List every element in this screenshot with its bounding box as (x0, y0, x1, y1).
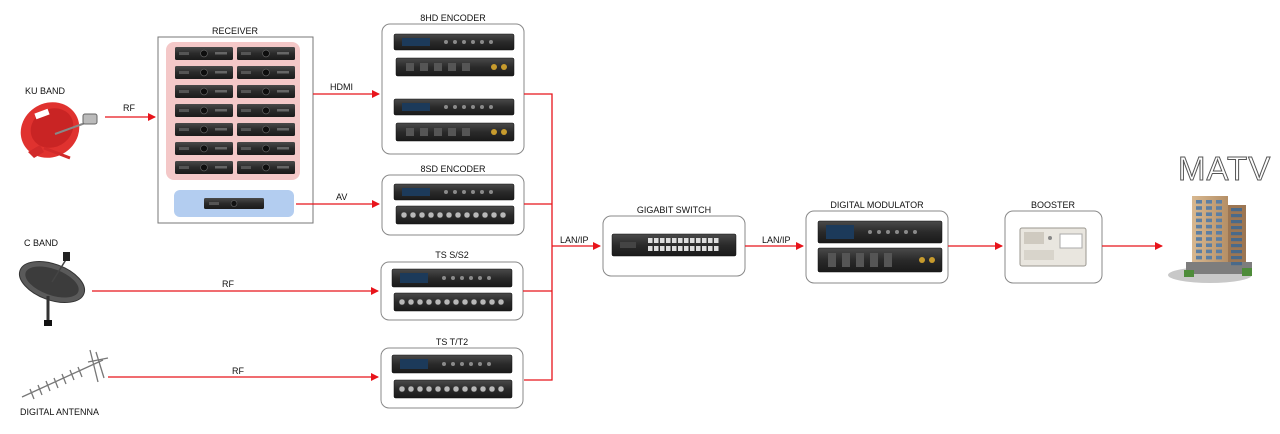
encoder-8hd-box (381, 23, 525, 155)
encoder-8sd-title: 8SD ENCODER (420, 164, 486, 174)
rack-unit (393, 98, 515, 116)
hdmi-label: HDMI (330, 82, 353, 92)
gigabit-switch-title: GIGABIT SWITCH (636, 205, 712, 215)
lan-ip-label-2: LAN/IP (762, 235, 791, 245)
av-label: AV (336, 192, 348, 202)
receiver-unit (237, 161, 295, 174)
rack-unit (817, 220, 943, 244)
ts-t-t2-title: TS T/T2 (435, 337, 469, 347)
av-receiver-device (204, 198, 264, 209)
matv-title: MATV (1177, 150, 1272, 188)
rf-label-antenna: RF (232, 366, 244, 376)
rack-devices (391, 33, 943, 399)
receiver-unit (175, 161, 233, 174)
rack-unit (391, 268, 513, 288)
rack-unit (817, 247, 943, 273)
lan-ip-label-1: LAN/IP (560, 235, 589, 245)
rack-unit (395, 57, 515, 77)
rack-unit (391, 354, 513, 374)
connections (92, 90, 1163, 381)
digital-antenna-icon (21, 349, 109, 400)
ku-band-dish-icon (20, 102, 98, 160)
receiver-unit (237, 123, 295, 136)
receiver-unit (175, 66, 233, 79)
bus-encoders (524, 93, 553, 381)
rack-unit (393, 183, 515, 201)
rack-unit (395, 122, 515, 142)
digital-antenna-label: DIGITAL ANTENNA (20, 407, 100, 417)
receiver-unit (175, 85, 233, 98)
receiver-stack (175, 47, 295, 174)
rf-label-ku: RF (123, 103, 135, 113)
digital-modulator-title: DIGITAL MODULATOR (830, 200, 924, 210)
booster-device (1019, 227, 1087, 267)
rack-unit (393, 292, 513, 312)
receiver-unit (237, 104, 295, 117)
receiver-unit (175, 104, 233, 117)
receiver-unit (237, 142, 295, 155)
booster-title: BOOSTER (1030, 200, 1076, 210)
c-band-label: C BAND (24, 238, 59, 248)
c-band-dish-icon (18, 252, 86, 326)
receiver-unit (237, 47, 295, 60)
rack-unit (395, 205, 515, 225)
rack-unit (393, 379, 513, 399)
matv-building-icon (1168, 196, 1252, 283)
ku-band-label: KU BAND (25, 86, 66, 96)
receiver-unit (175, 142, 233, 155)
ts-s-s2-title: TS S/S2 (435, 250, 469, 260)
receiver-unit (175, 47, 233, 60)
encoder-8hd-title: 8HD ENCODER (420, 13, 486, 23)
receiver-title: RECEIVER (211, 26, 259, 36)
receiver-unit (175, 123, 233, 136)
receiver-unit (237, 66, 295, 79)
rack-unit (611, 233, 737, 257)
rf-label-c: RF (222, 279, 234, 289)
rack-unit (393, 33, 515, 51)
receiver-unit (237, 85, 295, 98)
